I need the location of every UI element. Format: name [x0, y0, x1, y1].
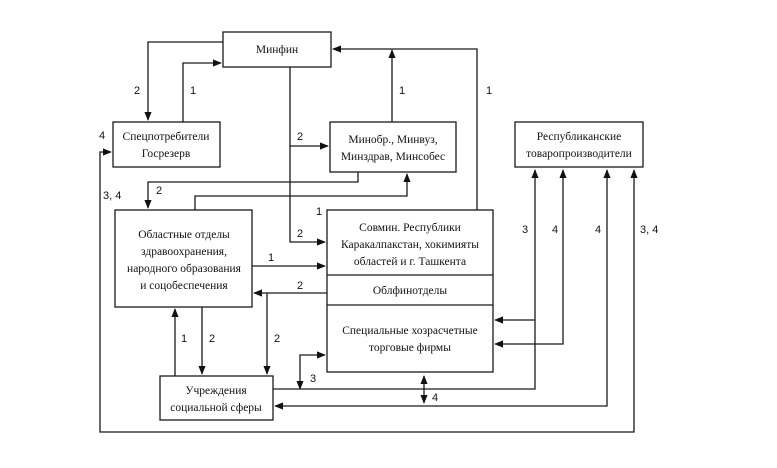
- node-uchr[interactable]: Учреждения социальной сферы: [159, 375, 274, 421]
- arrow-minfin-to-sovmin: [289, 146, 326, 246]
- node-uchr-line-1: Учреждения: [185, 385, 247, 397]
- node-obl-line-4: и соцобеспечения: [140, 280, 228, 292]
- node-spec-line-1: Спецпотребители: [123, 131, 210, 143]
- label-obl-to-minobr: 1: [316, 206, 322, 218]
- label-resp-a: 3: [522, 224, 528, 236]
- node-minobr-line-2: Минздрав, Минсобес: [341, 151, 445, 163]
- label-left-to-spec: 4: [99, 130, 105, 142]
- node-sovmin-line-1: Совмин. Республики: [359, 222, 461, 234]
- arrow-minfin-to-minobr: [289, 67, 329, 150]
- arrow-spec-to-minfin: [182, 59, 222, 122]
- node-minobr-line-1: Минобр., Минвуз,: [348, 134, 437, 146]
- node-resp-line-1: Республиканские: [537, 131, 622, 143]
- connectors: [99, 41, 638, 433]
- label-minfin-to-minobr: 2: [297, 131, 303, 143]
- edge-labels: 2 1 2 1 1 4 3, 4 2 1 2 1 2 1 2 2 3 4 3 4…: [99, 85, 658, 404]
- label-minfin-to-spec: 2: [134, 85, 140, 97]
- arrow-minobr-to-obl: [144, 172, 359, 209]
- node-spec-line-2: Госрезерв: [142, 148, 191, 160]
- node-firms-line-1: Специальные хозрасчетные: [342, 325, 478, 337]
- label-firms-uchr: 4: [432, 392, 438, 404]
- label-spec-to-minfin: 1: [190, 85, 196, 97]
- label-resp-d: 3, 4: [640, 224, 658, 236]
- label-minobr-to-minfin: 1: [399, 85, 405, 97]
- arrow-obl-to-minobr: [194, 173, 411, 210]
- label-resp-c: 4: [595, 224, 601, 236]
- label-minobr-to-obl: 2: [156, 185, 162, 197]
- label-left-to-obl: 3, 4: [103, 190, 121, 202]
- arrow-resp-to-uchr-4: [274, 169, 611, 410]
- node-firms[interactable]: Специальные хозрасчетные торговые фирмы: [342, 325, 478, 354]
- label-oblfin-to-uchr: 2: [274, 333, 280, 345]
- label-sovmin-to-minfin: 1: [486, 85, 492, 97]
- node-resp-line-2: товаропроизводители: [526, 148, 632, 160]
- node-minobr[interactable]: Минобр., Минвуз, Минздрав, Минсобес: [329, 121, 457, 173]
- node-uchr-line-2: социальной сферы: [170, 402, 262, 414]
- node-oblfin-label: Облфинотделы: [373, 285, 448, 297]
- node-minfin[interactable]: Минфин: [222, 31, 332, 68]
- node-sovmin-line-2: Каракалпакстан, хокимияты: [341, 239, 479, 251]
- label-uchr-to-obl: 1: [181, 333, 187, 345]
- arrow-firms-to-resp-4: [494, 169, 567, 348]
- label-resp-b: 4: [552, 224, 558, 236]
- node-sovmin-line-3: областей и г. Ташкента: [354, 256, 466, 268]
- node-sovmin[interactable]: Совмин. Республики Каракалпакстан, хоким…: [341, 222, 479, 268]
- arrow-minfin-to-spec: [144, 41, 223, 121]
- label-obl-to-sovmin: 1: [268, 252, 274, 264]
- node-spec[interactable]: Спецпотребители Госрезерв: [112, 121, 221, 168]
- label-obl-to-uchr: 2: [209, 333, 215, 345]
- node-firms-line-2: торговые фирмы: [369, 342, 451, 354]
- node-obl-line-1: Областные отделы: [138, 229, 230, 241]
- node-obl-line-2: здравоохранения,: [141, 246, 227, 258]
- label-minfin-to-sovmin: 2: [297, 228, 303, 240]
- node-oblfin[interactable]: Облфинотделы: [373, 285, 448, 297]
- node-obl-line-3: народного образования: [127, 263, 242, 275]
- node-resp[interactable]: Республиканские товаропроизводители: [514, 121, 644, 168]
- node-minfin-label: Минфин: [256, 44, 298, 56]
- node-sovmin-group: Совмин. Республики Каракалпакстан, хоким…: [326, 209, 494, 373]
- label-oblfin-to-obl: 2: [297, 280, 303, 292]
- node-obl[interactable]: Областные отделы здравоохранения, народн…: [114, 209, 253, 308]
- arrow-outer-loop: [99, 148, 638, 433]
- label-uchr-firms: 3: [310, 373, 316, 385]
